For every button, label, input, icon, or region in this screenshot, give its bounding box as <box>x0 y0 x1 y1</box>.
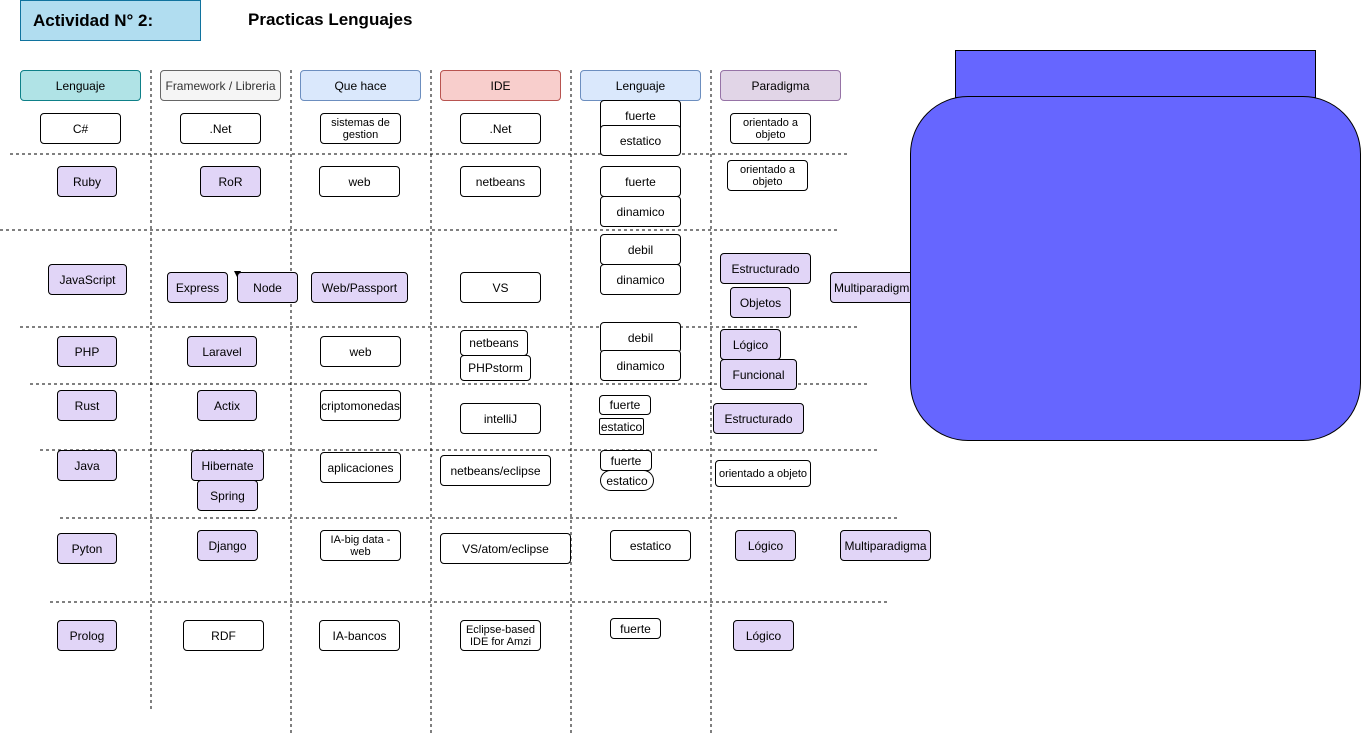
ide-rust: intelliJ <box>460 403 541 434</box>
par-javascript-multiparadigma: Multiparadigma <box>830 272 920 303</box>
lang-prolog: Prolog <box>57 620 117 651</box>
tipo-php-1: debil <box>600 322 681 353</box>
ide-pyton: VS/atom/eclipse <box>440 533 571 564</box>
fw-express: Express <box>167 272 228 303</box>
lang-rust: Rust <box>57 390 117 421</box>
fw-dotnet: .Net <box>180 113 261 144</box>
tipo-rust-1: fuerte <box>599 395 651 415</box>
lang-ruby: Ruby <box>57 166 117 197</box>
tipo-javascript-2: dinamico <box>600 264 681 295</box>
fw-rdf: RDF <box>183 620 264 651</box>
lang-pyton: Pyton <box>57 533 117 564</box>
header-tipado: Lenguaje <box>580 70 701 101</box>
par-ruby: orientado a objeto <box>727 160 808 191</box>
que-ruby: web <box>319 166 400 197</box>
tipo-prolog-1: fuerte <box>610 618 661 639</box>
que-javascript: Web/Passport <box>311 272 408 303</box>
par-php-logico: Lógico <box>720 329 781 360</box>
ide-java: netbeans/eclipse <box>440 455 551 486</box>
que-php: web <box>320 336 401 367</box>
ide-prolog: Eclipse-based IDE for Amzi <box>460 620 541 651</box>
fw-hibernate: Hibernate <box>191 450 264 481</box>
par-pyton-multiparadigma: Multiparadigma <box>840 530 931 561</box>
que-pyton: IA-big data - web <box>320 530 401 561</box>
header-framework: Framework / Libreria <box>160 70 281 101</box>
lang-php: PHP <box>57 336 117 367</box>
header-que-hace: Que hace <box>300 70 421 101</box>
fw-spring: Spring <box>197 480 258 511</box>
lang-csharp: C# <box>40 113 121 144</box>
par-php-funcional: Funcional <box>720 359 797 390</box>
ide-csharp: .Net <box>460 113 541 144</box>
fw-actix: Actix <box>197 390 257 421</box>
par-rust: Estructurado <box>713 403 804 434</box>
ide-php-netbeans: netbeans <box>460 330 528 356</box>
fw-laravel: Laravel <box>187 336 257 367</box>
ide-ruby: netbeans <box>460 166 541 197</box>
tipo-ruby-2: dinamico <box>600 196 681 227</box>
tipo-java-2: estatico <box>600 470 654 491</box>
tipo-javascript-1: debil <box>600 234 681 265</box>
page-subtitle: Practicas Lenguajes <box>248 10 413 29</box>
activity-title: Actividad N° 2: <box>20 0 201 41</box>
tipo-pyton-1: estatico <box>610 530 691 561</box>
ide-php-phpstorm: PHPstorm <box>460 355 531 381</box>
par-javascript-objetos: Objetos <box>730 287 791 318</box>
fw-node: Node <box>237 272 298 303</box>
tipo-java-1: fuerte <box>600 450 652 471</box>
header-ide: IDE <box>440 70 561 101</box>
par-javascript-estructurado: Estructurado <box>720 253 811 284</box>
par-pyton-logico: Lógico <box>735 530 796 561</box>
ide-javascript: VS <box>460 272 541 303</box>
tipo-php-2: dinamico <box>600 350 681 381</box>
que-java: aplicaciones <box>320 452 401 483</box>
que-rust: criptomonedas <box>320 390 401 421</box>
que-csharp: sistemas de gestion <box>320 113 401 144</box>
fw-django: Django <box>197 530 258 561</box>
fw-ror: RoR <box>200 166 261 197</box>
lang-javascript: JavaScript <box>48 264 127 295</box>
que-prolog: IA-bancos <box>319 620 400 651</box>
tipo-csharp-2: estatico <box>600 125 681 156</box>
tipo-ruby-1: fuerte <box>600 166 681 197</box>
blue-shape-body <box>910 96 1361 441</box>
blue-shape-tab <box>955 50 1316 98</box>
par-prolog: Lógico <box>733 620 794 651</box>
header-paradigma: Paradigma <box>720 70 841 101</box>
header-lenguaje: Lenguaje <box>20 70 141 101</box>
lang-java: Java <box>57 450 117 481</box>
par-java: orientado a objeto <box>715 460 811 487</box>
tipo-rust-2: estatico <box>599 418 644 435</box>
par-csharp: orientado a objeto <box>730 113 811 144</box>
